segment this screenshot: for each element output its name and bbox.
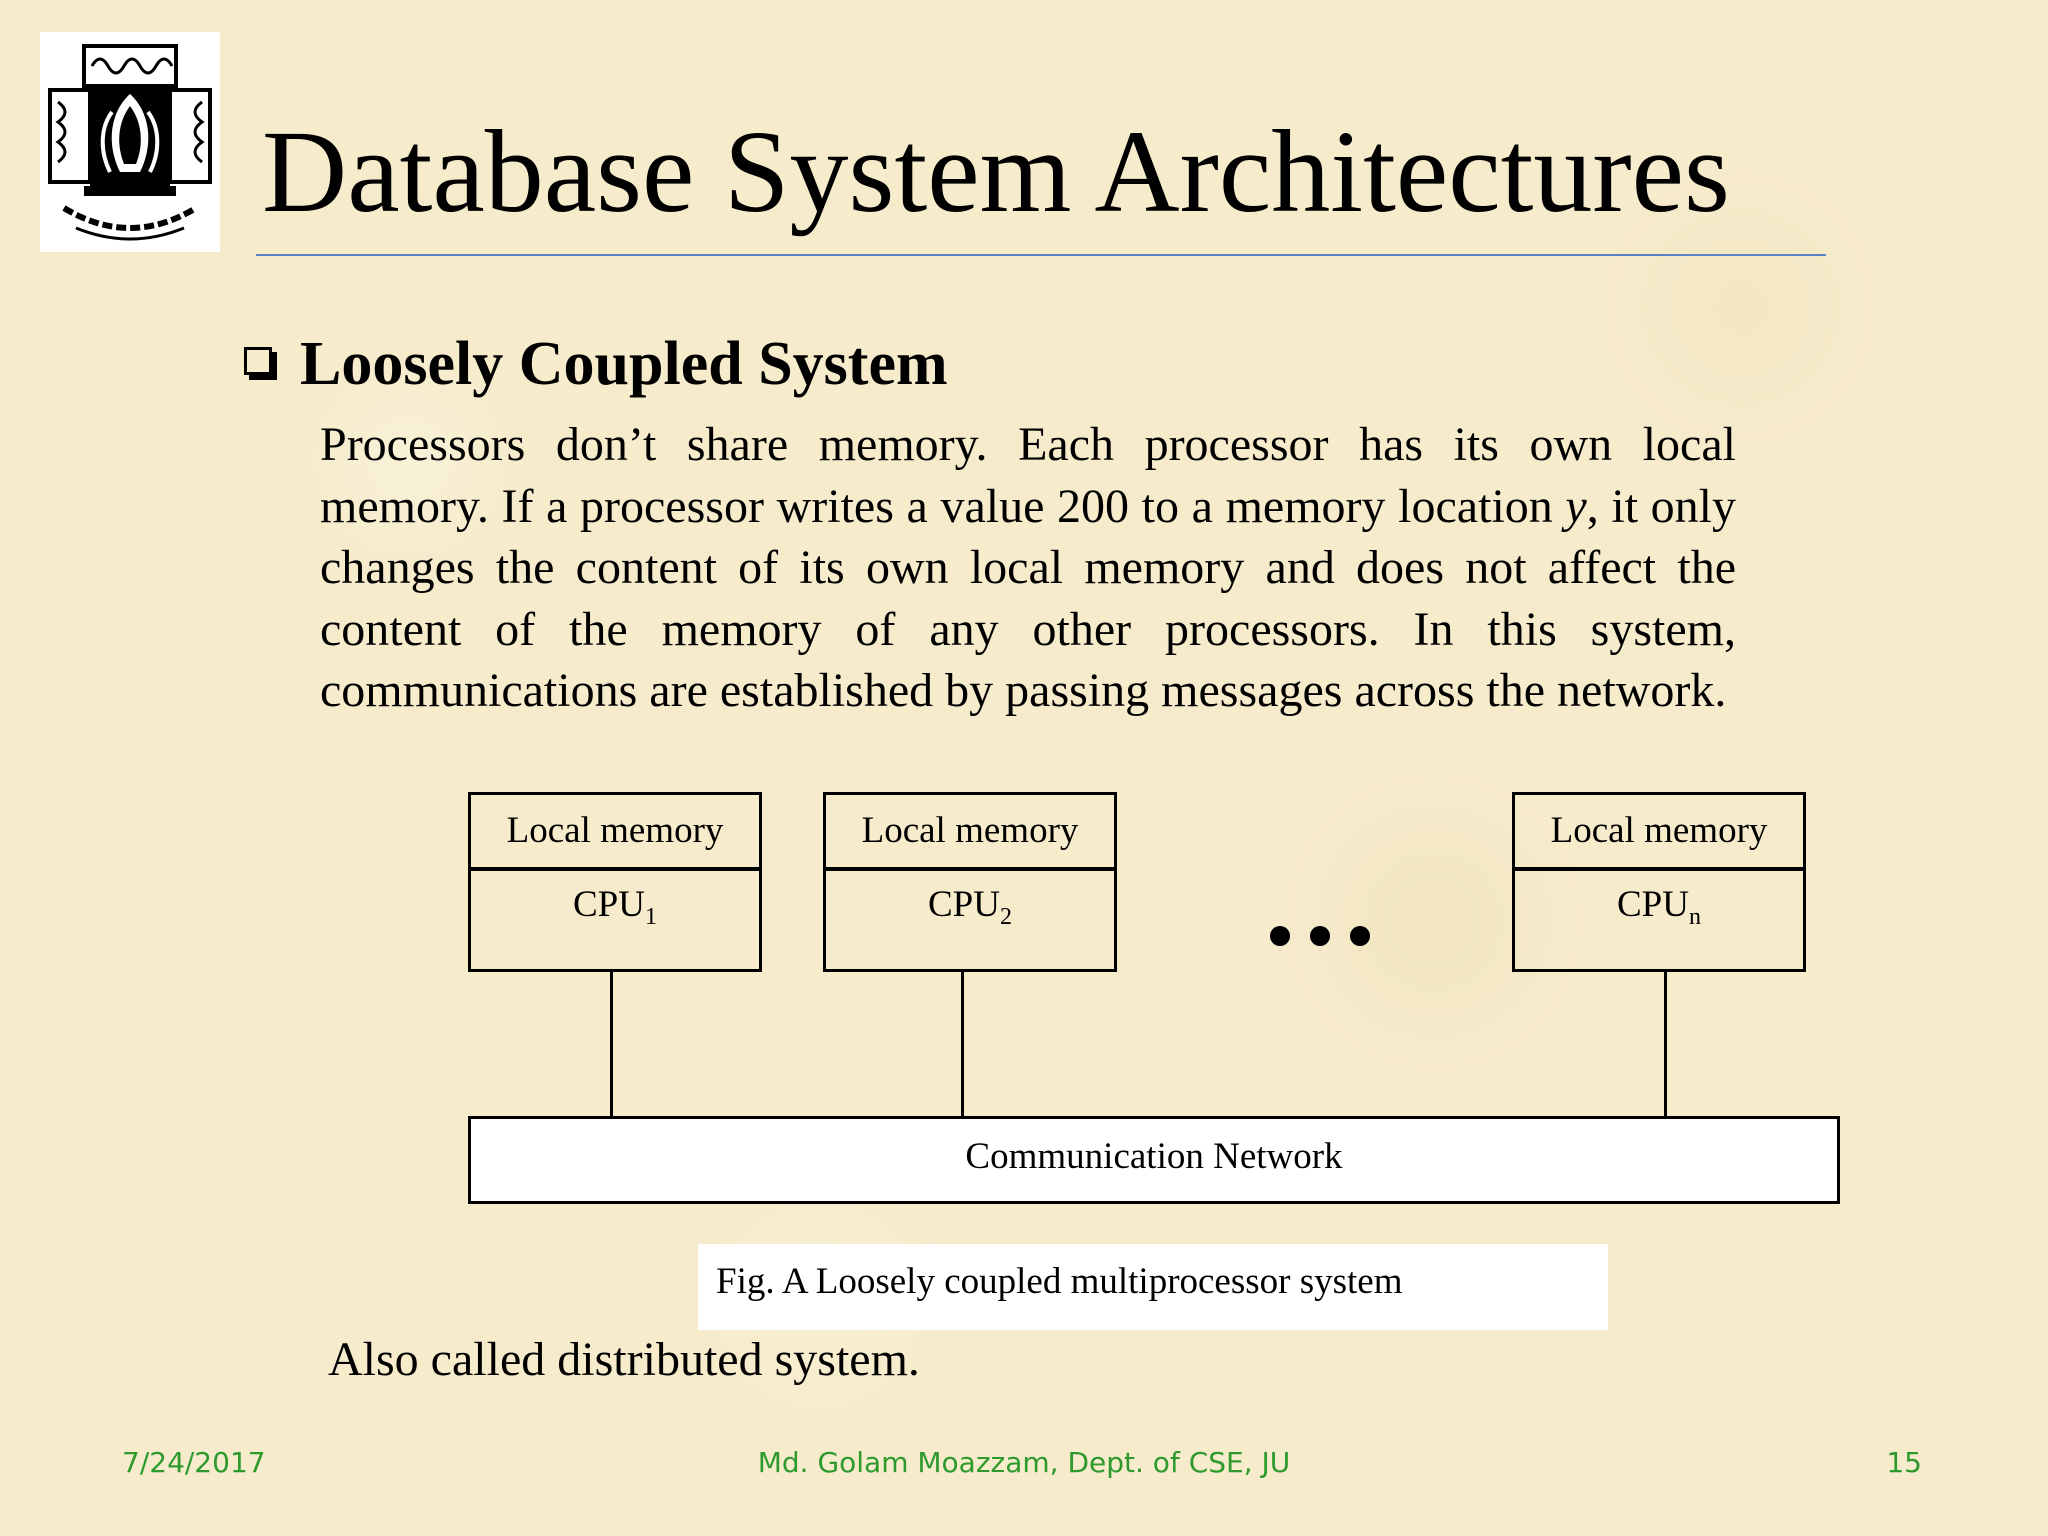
- body-text-part-2: , it only changes the content of its own…: [320, 479, 1737, 718]
- section-heading-text: Loosely Coupled System: [300, 330, 948, 398]
- communication-network-bus: Communication Network: [468, 1116, 1840, 1204]
- processor-node-2: Local memory CPU2: [823, 792, 1117, 972]
- cpu-subscript: 1: [644, 904, 657, 930]
- section-heading: Loosely Coupled System: [244, 326, 948, 402]
- connector-line-2: [961, 972, 964, 1116]
- figure-caption-text: Fig. A Loosely coupled multiprocessor sy…: [716, 1261, 1403, 1302]
- node-divider: [1515, 867, 1803, 871]
- university-emblem-icon: [40, 32, 220, 252]
- node-divider: [471, 867, 759, 871]
- ellipsis-dots: [1264, 926, 1380, 956]
- body-paragraph: Processors don’t share memory. Each proc…: [320, 414, 1736, 722]
- footer-author: Md. Golam Moazzam, Dept. of CSE, JU: [757, 1446, 1291, 1479]
- cpu-label: CPU1: [471, 883, 759, 929]
- cpu-name: CPU: [928, 884, 1000, 925]
- cpu-subscript: 2: [999, 904, 1012, 930]
- local-memory-label: Local memory: [1550, 810, 1768, 851]
- cpu-label: CPUn: [1515, 883, 1803, 929]
- node-divider: [826, 867, 1114, 871]
- footnote-text: Also called distributed system.: [328, 1333, 920, 1386]
- footer-date: 7/24/2017: [122, 1446, 266, 1479]
- footer-page-number: 15: [1886, 1446, 1922, 1479]
- cpu-label: CPU2: [826, 883, 1114, 929]
- connector-line-1: [610, 972, 613, 1116]
- figure-caption: Fig. A Loosely coupled multiprocessor sy…: [698, 1244, 1608, 1330]
- cpu-name: CPU: [1617, 884, 1689, 925]
- processor-node-1: Local memory CPU1: [468, 792, 762, 972]
- cpu-name: CPU: [573, 884, 645, 925]
- processor-node-n: Local memory CPUn: [1512, 792, 1806, 972]
- title-underline: [256, 254, 1826, 256]
- body-text-variable: y: [1565, 479, 1587, 533]
- local-memory-label: Local memory: [861, 810, 1079, 851]
- connector-line-n: [1664, 972, 1667, 1116]
- body-text-part-1: Processors don’t share memory. Each proc…: [320, 418, 1736, 533]
- network-label: Communication Network: [965, 1136, 1343, 1177]
- slide-title: Database System Architectures: [262, 106, 1730, 237]
- checkbox-bullet-icon: [244, 347, 278, 381]
- cpu-subscript: n: [1688, 904, 1701, 930]
- local-memory-label: Local memory: [506, 810, 724, 851]
